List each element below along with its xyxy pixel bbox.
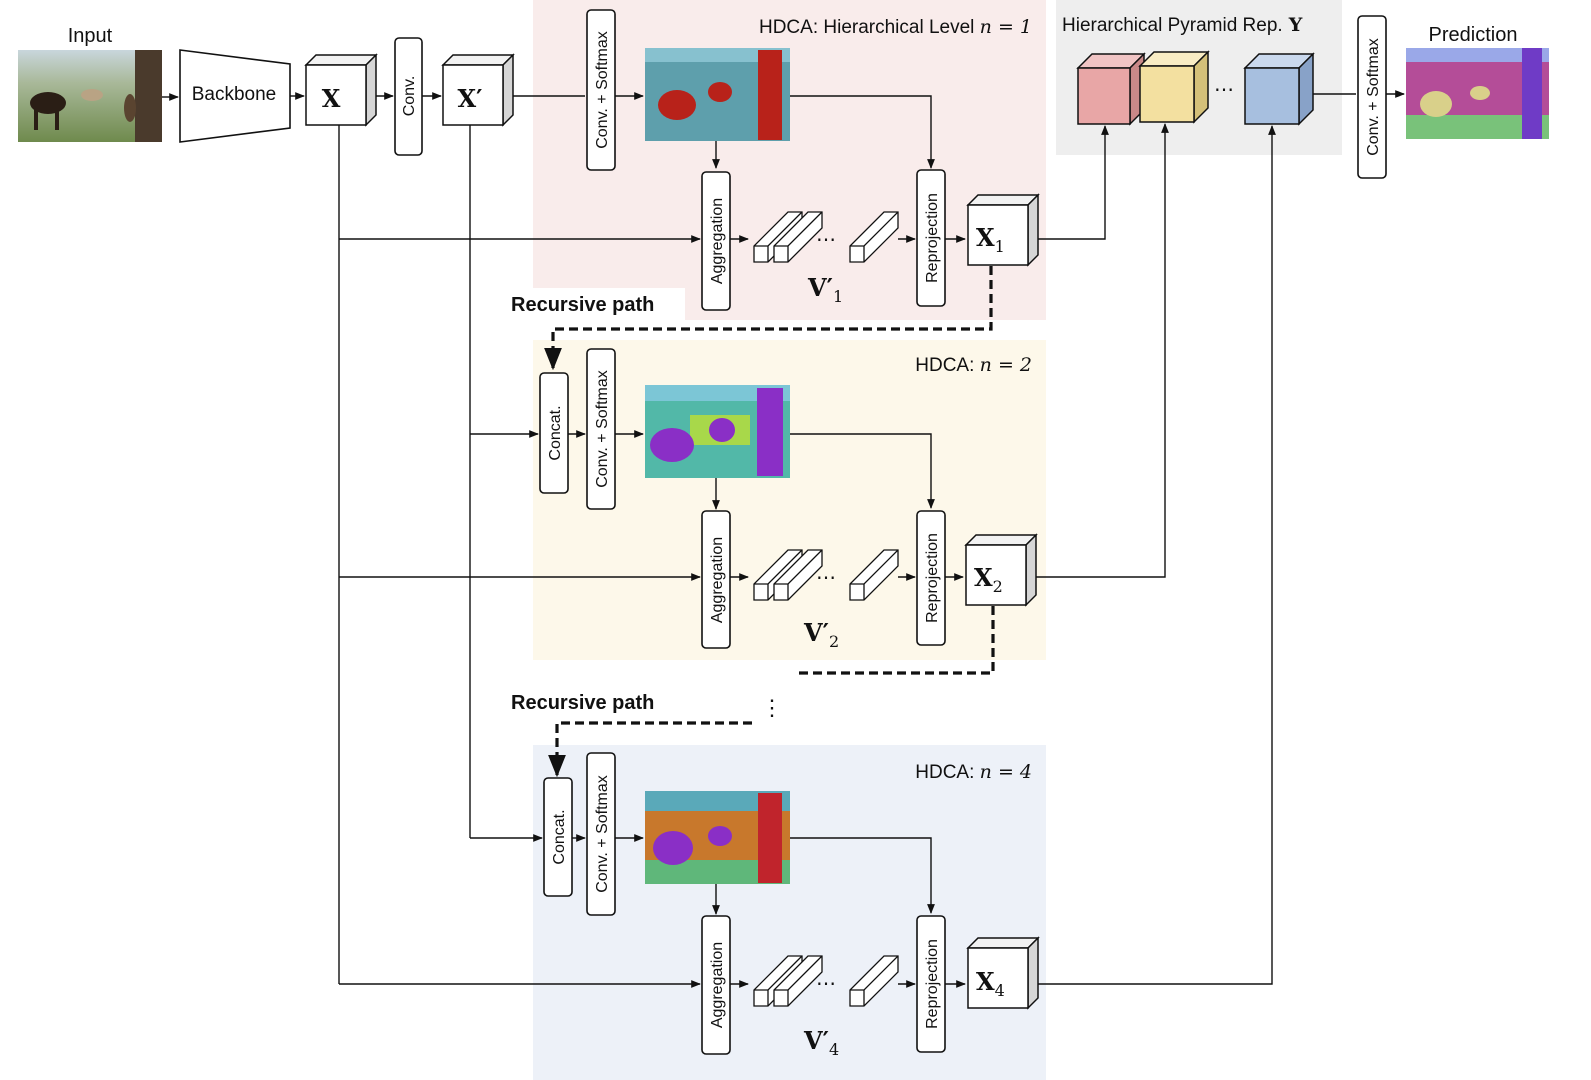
backbone-label: Backbone [192, 84, 277, 105]
svg-text:X2: X2 [974, 563, 1003, 596]
level1-conv-softmax-label: Conv. + Softmax [594, 31, 611, 149]
recursive-path-label-2: Recursive path [511, 692, 654, 714]
pyramid-cube-n [1243, 52, 1315, 126]
level4-v-label: V′ [803, 1026, 829, 1055]
level1-segmentation-map [645, 48, 790, 141]
level4-aggregation-label: Aggregation [709, 942, 726, 1028]
prediction-label: Prediction [1429, 24, 1518, 46]
level1-output-sub: 1 [995, 237, 1005, 256]
svg-text:V′1: V′1 [807, 273, 843, 306]
level2-reprojection-block [916, 510, 946, 646]
recursive-path-label-1: Recursive path [511, 294, 654, 316]
conv-label: Conv. [401, 76, 418, 117]
prediction-map [1406, 48, 1549, 139]
level1-v-sub: 1 [833, 287, 843, 306]
level4-v-sub: 4 [829, 1040, 839, 1059]
level-vdots: ⋮ [761, 695, 783, 720]
svg-text:V′4: V′4 [803, 1026, 839, 1059]
level4-concat-block [543, 777, 573, 897]
svg-text:HDCA: n = 4: HDCA: n = 4 [915, 761, 1032, 783]
level1-reprojection-block [916, 169, 946, 307]
level2-output-sub: 2 [993, 577, 1003, 596]
level1-ellipsis: ⋯ [816, 229, 836, 251]
svg-text:X1: X1 [976, 223, 1005, 256]
level4-conv-softmax-block [586, 752, 616, 916]
svg-text:V′2: V′2 [803, 618, 839, 651]
level1-conv-softmax-block [586, 9, 616, 171]
level4-aggregation-block [701, 915, 731, 1055]
pyramid-ellipsis: ⋯ [1214, 79, 1234, 101]
level1-reprojection-label: Reprojection [924, 193, 941, 283]
level2-conv-softmax-block [586, 348, 616, 510]
level1-output-label: X [976, 223, 995, 252]
level4-n: n = 4 [980, 761, 1032, 783]
level1-n: n = 1 [980, 16, 1032, 38]
recursive-path-2-upper [795, 606, 995, 675]
level1-v-label: V′ [807, 273, 833, 302]
level2-aggregation-block [701, 510, 731, 649]
level2-reprojection-label: Reprojection [924, 533, 941, 623]
pyramid-label: Hierarchical Pyramid Rep. [1062, 15, 1283, 36]
pyramid-cube-1 [1076, 52, 1146, 126]
input-label: Input [68, 25, 113, 47]
level4-output-sub: 4 [995, 981, 1005, 1000]
level2-n: n = 2 [980, 354, 1032, 376]
level2-concat-label: Concat. [547, 405, 564, 460]
level2-ellipsis: ⋯ [816, 567, 836, 589]
level4-ellipsis: ⋯ [816, 973, 836, 995]
level4-conv-softmax-label: Conv. + Softmax [594, 775, 611, 893]
final-conv-softmax-label: Conv. + Softmax [1365, 38, 1382, 156]
backbone-block [179, 49, 291, 143]
level2-aggregation-label: Aggregation [709, 537, 726, 623]
svg-text:Hierarchical Pyramid Rep.Y: Hierarchical Pyramid Rep.Y [1062, 14, 1303, 36]
final-conv-softmax-block [1357, 15, 1387, 179]
pyramid-symbol: Y [1288, 14, 1303, 36]
level2-segmentation-map [645, 385, 790, 478]
level1-title: HDCA: Hierarchical Level [759, 17, 980, 38]
svg-text:X4: X4 [976, 967, 1005, 1000]
level4-title: HDCA: [915, 762, 979, 783]
level2-v-sub: 2 [829, 632, 839, 651]
level1-aggregation-block [701, 171, 731, 311]
level4-concat-label: Concat. [551, 809, 568, 864]
feature-x-label: X [322, 84, 341, 113]
feature-x-prime-label: X′ [458, 84, 483, 113]
input-image [18, 50, 162, 142]
recursive-path-1 [544, 266, 993, 371]
level4-segmentation-map [645, 791, 790, 884]
level2-title: HDCA: [915, 355, 979, 376]
recursive-path-2-lower [548, 721, 752, 778]
svg-text:HDCA: n = 2: HDCA: n = 2 [915, 354, 1032, 376]
svg-text:HDCA: Hierarchical Level n = 1: HDCA: Hierarchical Level n = 1 [759, 16, 1032, 38]
level2-v-label: V′ [803, 618, 829, 647]
level4-output-label: X [976, 967, 995, 996]
feature-x-cube [305, 54, 377, 126]
level1-aggregation-label: Aggregation [709, 198, 726, 284]
level2-conv-softmax-label: Conv. + Softmax [594, 370, 611, 488]
level2-output-label: X [974, 563, 993, 592]
level2-concat-block [539, 372, 569, 494]
level4-reprojection-label: Reprojection [924, 939, 941, 1029]
pyramid-cube-2 [1138, 50, 1210, 124]
